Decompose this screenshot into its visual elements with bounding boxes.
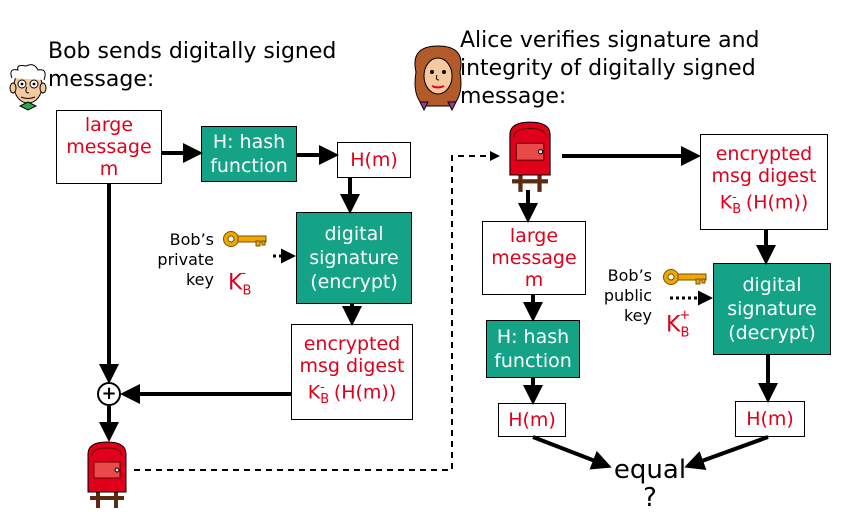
bob-hash-function-box: H: hash function <box>201 126 297 182</box>
bob-private-key-symbol: KB- <box>228 266 256 299</box>
alice-digital-signature-box: digital signature (decrypt) <box>713 263 831 355</box>
kb-sup: - <box>320 379 325 395</box>
kb-hm: (H(m)) <box>745 191 809 214</box>
alice-encrypted-digest-box: encrypted msg digest KB-(H(m)) <box>700 134 828 230</box>
alice-digest-formula: KB-(H(m)) <box>720 187 809 221</box>
mailbox-icon <box>87 441 127 508</box>
alice-face-icon <box>414 45 462 112</box>
equal-question-label: equal ? <box>613 455 687 513</box>
key-sub-b: B <box>242 283 252 299</box>
alice-encrypted-digest-text: encrypted msg digest <box>711 142 817 187</box>
key-sup-minus: - <box>241 266 247 281</box>
alice-hm-right-box: H(m) <box>735 401 805 437</box>
bob-digest-formula: KB-(H(m)) <box>308 377 397 411</box>
bob-large-message-box: large message m <box>56 110 162 184</box>
bob-encrypted-digest-box: encrypted msg digest KB-(H(m)) <box>291 324 413 420</box>
bob-face-icon <box>9 64 47 111</box>
bob-private-key-label: Bob’s private key <box>157 230 214 289</box>
kb-k: K <box>307 381 321 404</box>
bob-public-key-label: Bob’s public key <box>603 266 652 325</box>
bob-encrypted-digest-text: encrypted msg digest <box>299 332 405 377</box>
kb-hm: (H(m)) <box>333 381 397 404</box>
mailbox-icon <box>509 121 551 192</box>
alice-large-message-box: large message m <box>482 221 586 295</box>
bob-digital-signature-box: digital signature (encrypt) <box>296 212 412 304</box>
concat-plus-icon: + <box>97 382 121 406</box>
key-sup-plus: + <box>679 308 691 323</box>
kb-sup: - <box>732 189 737 205</box>
key-sub-b: B <box>680 325 690 341</box>
arrow-hm-right-to-equal <box>684 435 769 470</box>
kb-k: K <box>719 191 733 214</box>
key-icon <box>223 231 267 247</box>
bob-public-key-symbol: KB + <box>666 308 700 341</box>
key-icon <box>663 269 707 285</box>
bob-hm-box: H(m) <box>337 142 411 178</box>
bob-caption: Bob sends digitally signed message: <box>48 39 337 92</box>
alice-hm-left-box: H(m) <box>498 403 566 437</box>
kb-sub: B <box>732 202 742 218</box>
arrow-transmission <box>134 151 500 471</box>
alice-hash-function-box: H: hash function <box>486 320 580 378</box>
arrow-hm-left-to-equal <box>532 435 612 470</box>
key-k: K <box>666 312 681 338</box>
alice-caption: Alice verifies signature and integrity o… <box>460 28 760 109</box>
